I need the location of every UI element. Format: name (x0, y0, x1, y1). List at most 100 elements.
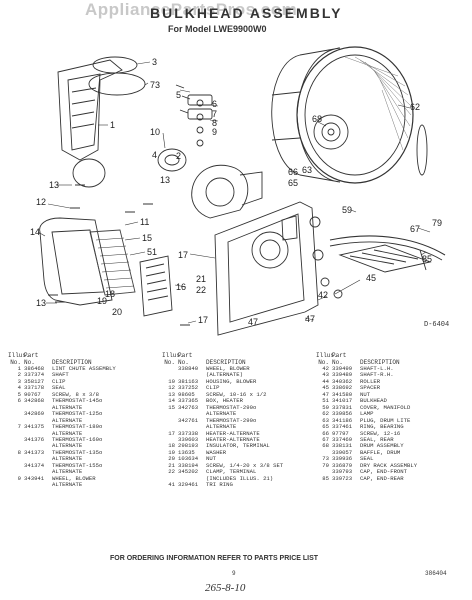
callout-15: 15 (142, 233, 152, 243)
description-cell: THERMOSTAT-155o (52, 461, 103, 469)
illus-no-cell: 47 (322, 390, 329, 398)
illus-no-cell: 21 (168, 461, 175, 469)
part-no-cell: 339603 (178, 435, 199, 443)
table-row: ALTERNATE (162, 423, 312, 431)
lint-chute (57, 59, 123, 161)
part-no-cell: 337252 (178, 384, 199, 392)
part-no-cell (24, 482, 52, 488)
description-cell: THERMOSTAT-290o (206, 416, 257, 424)
illus-no-cell: 15 (168, 403, 175, 411)
callout-13b: 13 (160, 175, 170, 185)
description-cell: CLIP (206, 384, 220, 392)
description-cell: HOUSING, BLOWER (206, 377, 257, 385)
description-cell: ALTERNATE (52, 416, 83, 424)
callout-17: 17 (178, 250, 188, 260)
part-no-cell: 338692 (332, 384, 353, 392)
table-header-col1: Illus. Part (8, 352, 158, 359)
description-cell: TRI RING (206, 481, 233, 489)
illus-no-cell: 5 (17, 390, 21, 398)
watermark: AppliancePartsPros.com (85, 0, 298, 19)
part-no-cell: 90767 (24, 390, 41, 398)
part-no-cell: 337365 (178, 397, 199, 405)
drum-assembly (271, 46, 428, 184)
description-cell: SCREW, 1/4-20 x 3/8 SET (206, 461, 284, 469)
rear-drum-seal (329, 235, 446, 261)
illus-no-cell: 17 (168, 429, 175, 437)
description-cell: ALTERNATE (52, 468, 83, 476)
blower-wheel (157, 148, 187, 172)
illus-no-cell: 20 (168, 455, 175, 463)
callout-7: 7 (212, 109, 217, 119)
table-header-col2: Illus. Part (162, 352, 312, 359)
description-cell: ROLLER (360, 377, 381, 385)
illus-no-cell: 7 (17, 423, 21, 431)
illus-no-cell: 65 (322, 423, 329, 431)
description-cell: SEAL (360, 455, 374, 463)
part-no-cell: 339936 (332, 455, 353, 463)
header-no: No. (10, 359, 21, 366)
callout-67: 67 (410, 224, 420, 234)
illus-no-cell: 73 (322, 455, 329, 463)
part-no-cell: 341017 (332, 397, 353, 405)
callout-14: 14 (30, 227, 40, 237)
callout-1: 1 (110, 120, 115, 130)
description-cell: CAP, END-REAR (360, 474, 404, 482)
part-no-cell: 98605 (178, 390, 195, 398)
description-cell: SPACER (360, 384, 381, 392)
part-no-cell: 381163 (178, 377, 199, 385)
description-cell: WHEEL, BLOWER (206, 365, 250, 372)
description-cell: SHAFT (52, 371, 69, 379)
description-cell: LAMP (360, 410, 374, 418)
diagram-title: BULKHEAD ASSEMBLY (150, 5, 343, 21)
description-cell: ALTERNATE (206, 423, 237, 431)
illus-no-cell: 44 (322, 377, 329, 385)
illus-no-cell: 62 (322, 410, 329, 418)
callout-5: 5 (176, 90, 181, 100)
description-cell: ALTERNATE (206, 410, 237, 418)
header-no: No. (164, 359, 175, 366)
callout-51: 51 (147, 247, 157, 257)
description-cell: NUT (206, 455, 217, 463)
part-no-cell: 342869 (24, 410, 45, 418)
heater-element (89, 229, 136, 296)
callout-65: 65 (288, 178, 298, 188)
header-partno: No. (24, 359, 35, 366)
header-desc: DESCRIPTION (360, 359, 400, 366)
description-cell: ALTERNATE (52, 455, 83, 463)
table-row: ALTERNATE (8, 455, 158, 463)
header-desc: DESCRIPTION (52, 359, 92, 366)
table-row: ALTERNATE (8, 481, 158, 488)
part-no-cell: 341376 (24, 435, 45, 443)
part-no-cell: 339856 (332, 410, 353, 418)
part-no-cell: 336879 (332, 461, 353, 469)
part-no-cell: 339793 (332, 468, 353, 476)
table-row: ALTERNATE (8, 416, 158, 424)
callout-68: 68 (312, 114, 322, 124)
illus-no-cell: 4 (17, 384, 21, 392)
callout-62: 62 (410, 102, 420, 112)
table-row: ALTERNATE (8, 430, 158, 437)
exploded-diagram: 3 73 1 13 5 6 7 8 9 10 4 2 13 62 68 63 6… (30, 46, 449, 336)
table-row: (INCLUDES ILLUS. 21) (162, 475, 312, 482)
header-desc: DESCRIPTION (206, 359, 246, 366)
table-row: ALTERNATE (162, 410, 312, 418)
callout-3: 3 (152, 57, 157, 67)
illus-no-cell: 41 (168, 481, 175, 489)
part-no-cell: 13635 (178, 448, 195, 456)
illus-no-cell: 68 (322, 442, 329, 450)
